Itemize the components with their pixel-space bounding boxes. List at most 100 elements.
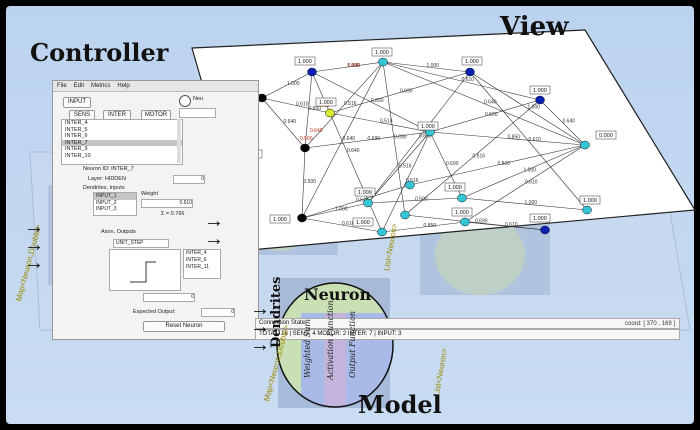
function-select[interactable]: UNIT_STEP xyxy=(113,239,169,248)
edge-weight-label: 0.690 xyxy=(394,135,407,141)
expected-output-field[interactable]: 0 xyxy=(201,308,235,317)
neuron-node[interactable] xyxy=(582,205,592,215)
network-edge xyxy=(382,61,541,101)
list-item[interactable]: INPUT_2 xyxy=(96,199,117,206)
node-value-box xyxy=(315,97,337,107)
axon-header: Axon, Outputs xyxy=(101,229,136,235)
function-graph xyxy=(109,249,181,291)
list-item[interactable]: INTER_6 xyxy=(186,257,207,263)
neuron-node[interactable] xyxy=(307,67,317,77)
node-value-box xyxy=(354,187,376,197)
edge-weight-label: 0.690 xyxy=(400,89,413,95)
edge-weight-label: 0.516 xyxy=(380,119,393,125)
neuron-id-label: Neuron ID: INTER_7 xyxy=(83,166,134,172)
reset-neuron-button[interactable]: Reset Neuron xyxy=(143,321,225,332)
weight-header: Weight xyxy=(141,191,159,197)
edge-weight-label: 0.690 xyxy=(475,219,488,225)
node-value-box xyxy=(579,195,601,205)
edge-weight-label: 0.850 xyxy=(424,223,437,229)
neuron-node[interactable] xyxy=(540,225,550,235)
network-edge xyxy=(382,61,471,73)
network-edge xyxy=(381,221,466,233)
input-button[interactable]: INPUT xyxy=(63,97,91,108)
edge-weight-label: 1.000 xyxy=(525,200,538,206)
node-value-text: 1.000 xyxy=(356,220,370,226)
node-value-box xyxy=(461,56,483,66)
network-edge xyxy=(304,61,384,149)
neuron-node[interactable] xyxy=(405,180,415,190)
edge-weight-label: 1.000 xyxy=(524,168,537,174)
edge-weight-label: 0.690 xyxy=(368,136,381,142)
edge-weight-label: 0.516 xyxy=(473,154,486,160)
neuron-node[interactable] xyxy=(377,227,387,237)
step-function-plot xyxy=(130,261,156,283)
network-edge xyxy=(469,71,586,146)
coord-readout: coord: [ 370 , 169 ] xyxy=(625,321,676,327)
neuron-field[interactable] xyxy=(179,108,216,118)
connection-state-panel: Connection State TOTAL: 16 | SENS: 4 MOT… xyxy=(255,318,680,340)
list-item[interactable]: INTER_10 xyxy=(65,152,91,159)
weight-field[interactable]: 0.610 xyxy=(141,199,193,208)
model-card-title: Neuron xyxy=(304,285,372,304)
axon-output-list[interactable]: INTER_4 INTER_6 INTER_11 xyxy=(183,249,221,279)
dendrite-input-list[interactable]: INPUT_1 INPUT_2 INPUT_3 xyxy=(93,192,137,216)
active-weight-label: 1.000 xyxy=(347,63,360,69)
axon-value-field[interactable]: 0 xyxy=(143,293,195,302)
layer-label: Layer: HIDDEN xyxy=(88,176,126,182)
node-value-text: 0.000 xyxy=(599,133,613,139)
neuron-node[interactable] xyxy=(460,217,470,227)
list-scrollbar[interactable] xyxy=(177,119,181,163)
list-item-selected[interactable]: INPUT_1 xyxy=(94,193,136,200)
neuron-node[interactable] xyxy=(300,143,310,153)
list-item[interactable]: INTER_4 xyxy=(186,250,207,256)
edge-weight-label: 0.500 xyxy=(498,161,511,167)
list-item[interactable]: INTER_6 xyxy=(65,133,88,139)
edge-weight-label: 0.610 xyxy=(296,102,309,108)
menu-help[interactable]: Help xyxy=(117,83,130,89)
neuron-list[interactable]: INTER_4 INTER_5 INTER_6 INTER_7 INTER_9 … xyxy=(61,119,183,165)
list-item[interactable]: INTER_4 xyxy=(65,120,88,126)
neuron-node[interactable] xyxy=(378,57,388,67)
node-value-box xyxy=(371,47,393,57)
list-item-selected[interactable]: INTER_7 xyxy=(62,139,182,146)
node-value-box xyxy=(294,56,316,66)
neuron-node[interactable] xyxy=(457,193,467,203)
network-edge xyxy=(367,131,431,204)
edge-weight-label: 0.610 xyxy=(505,222,518,228)
network-edge xyxy=(464,144,586,223)
list-item[interactable]: INTER_5 xyxy=(65,126,88,133)
node-value-text: 1.000 xyxy=(533,216,547,222)
layer-count-field[interactable]: 0 xyxy=(173,175,205,184)
neuron-node[interactable] xyxy=(325,108,335,118)
radio-icon[interactable] xyxy=(179,95,191,107)
menu-metrics[interactable]: Metrics xyxy=(91,83,111,89)
network-edge xyxy=(461,197,588,211)
menu-file[interactable]: File xyxy=(57,83,67,89)
network-edge xyxy=(367,71,471,204)
list-item[interactable]: INTER_9 xyxy=(65,146,88,152)
node-value-box xyxy=(451,207,473,217)
edge-weight-label: 0.640 xyxy=(484,100,497,106)
neuron-node[interactable] xyxy=(580,140,590,150)
edge-weight-label: 1.000 xyxy=(427,63,440,69)
list-item[interactable]: INTER_11 xyxy=(186,264,209,270)
neuron-node[interactable] xyxy=(297,213,307,223)
neuron-node[interactable] xyxy=(535,95,545,105)
node-value-text: 1.000 xyxy=(421,124,435,130)
neuron-node[interactable] xyxy=(400,210,410,220)
network-edge xyxy=(301,184,411,219)
menu-edit[interactable]: Edit xyxy=(73,83,85,89)
network-edge xyxy=(301,61,384,219)
node-value-text: 1.000 xyxy=(375,50,389,56)
list-item[interactable]: INPUT_3 xyxy=(96,206,117,212)
network-edge xyxy=(382,61,406,216)
network-edge xyxy=(304,131,431,149)
edge-weight-label: 0.850 xyxy=(508,135,521,141)
node-value-box xyxy=(269,214,291,224)
edge-weight-label: 0.500 xyxy=(485,112,498,118)
node-value-box xyxy=(529,85,551,95)
edge-weight-label: 0.640 xyxy=(343,136,356,142)
neuron-node[interactable] xyxy=(363,198,373,208)
node-value-text: 1.000 xyxy=(533,88,547,94)
neuron-node[interactable] xyxy=(465,67,475,77)
